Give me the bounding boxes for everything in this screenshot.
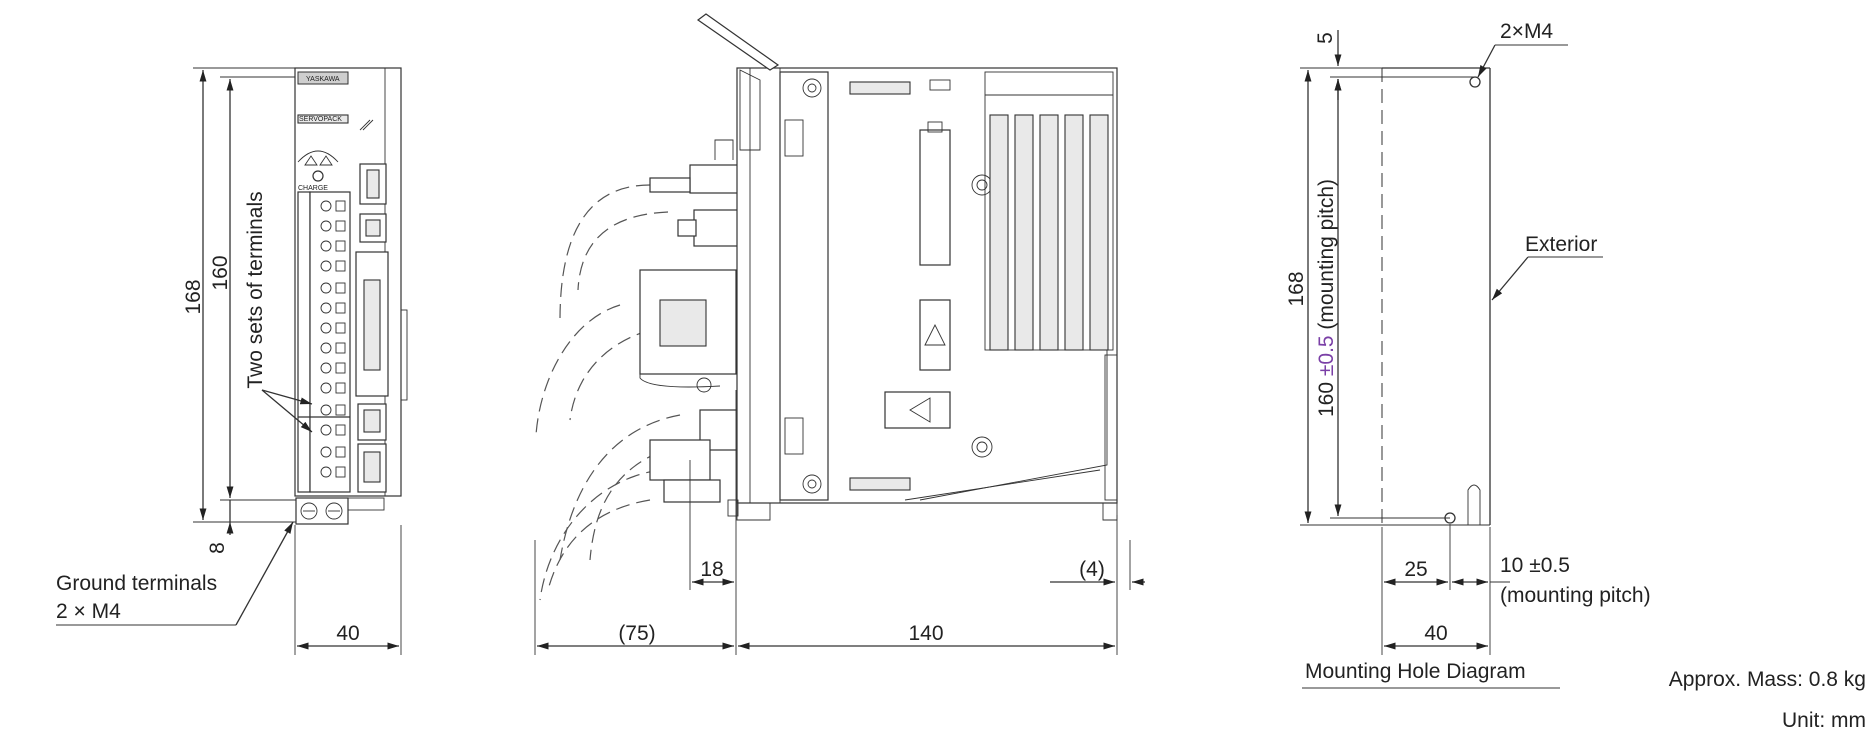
dim-8-text: 8 <box>206 542 229 554</box>
dim-mount-160-text: 160 ±0.5 (mounting pitch) <box>1315 179 1338 417</box>
mounting-dimensions: 5 168 160 ±0.5 (mounting pitch) 2×M4 Ext… <box>1285 20 1651 689</box>
cable-bend-lines <box>535 184 701 601</box>
dim-5-text: 5 <box>1314 32 1337 44</box>
dim-160-text: 160 <box>209 255 232 290</box>
hole-label: 2×M4 <box>1500 20 1553 43</box>
side-view-dimensions: (75) 18 140 (4) <box>534 390 1145 655</box>
brand-plate <box>297 71 349 85</box>
main-terminal-block[interactable] <box>309 191 351 493</box>
main-terminal-labels <box>297 191 311 493</box>
tolerance-text: ±0.5 <box>1315 335 1338 376</box>
dim-4-text: (4) <box>1079 558 1105 581</box>
unit-label: Unit: mm <box>1782 709 1866 732</box>
dim-mount-168-text: 168 <box>1285 271 1308 306</box>
ground-screw-right <box>325 502 343 520</box>
dim-10-pitch-text: (mounting pitch) <box>1500 584 1651 607</box>
ground-label-line1: Ground terminals <box>56 572 217 595</box>
ground-screw-left <box>300 502 318 520</box>
model-plate <box>297 114 349 124</box>
front-view: YASKAWA SERVOPACK CHARGE <box>294 67 408 525</box>
dim-168-text: 168 <box>182 279 205 314</box>
dim-140-text: 140 <box>908 622 943 645</box>
mounting-diagram-title: Mounting Hole Diagram <box>1305 660 1526 683</box>
dim-75-text: (75) <box>618 622 655 645</box>
brand-text: YASKAWA <box>306 76 340 83</box>
cn7-connector[interactable] <box>359 213 387 243</box>
terminal-screws <box>320 200 346 478</box>
mounting-slot <box>1467 484 1481 525</box>
terminal-note: Two sets of terminals <box>244 191 267 388</box>
side-view <box>535 13 1118 601</box>
mounting-hole-diagram <box>1381 67 1491 525</box>
dim-10-text: 10 ±0.5 <box>1500 554 1570 577</box>
heatsink-fins <box>984 71 1114 351</box>
top-cover-flap[interactable] <box>696 13 780 71</box>
exterior-label: Exterior <box>1525 233 1597 256</box>
dim-width-text: 40 <box>336 622 359 645</box>
side-mounting-plate <box>779 71 829 501</box>
dim-25-text: 25 <box>1404 558 1427 581</box>
front-view-dimensions: 168 160 8 Two sets of terminals 40 Groun… <box>56 67 402 655</box>
model-text: SERVOPACK <box>299 116 342 123</box>
dim-18-text: 18 <box>700 558 723 581</box>
approx-mass: Approx. Mass: 0.8 kg <box>1669 668 1866 691</box>
ground-label-line2: 2 × M4 <box>56 600 121 623</box>
dim-mount-40-text: 40 <box>1424 622 1447 645</box>
mounting-hole-top <box>1469 76 1481 88</box>
cable-connectors <box>639 139 745 503</box>
charge-text: CHARGE <box>298 185 328 192</box>
